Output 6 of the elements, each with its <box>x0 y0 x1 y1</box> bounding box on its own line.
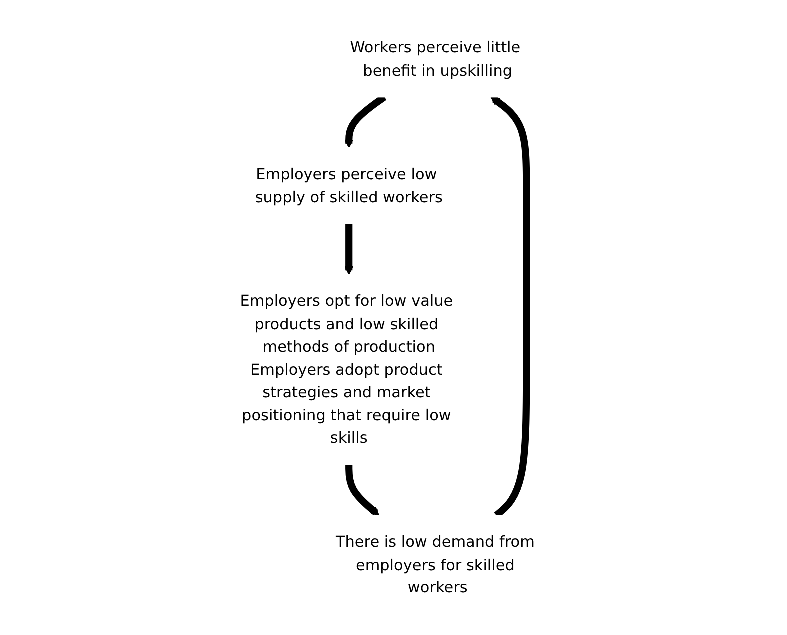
arrow <box>346 464 380 516</box>
node-text: There is low demand from employers for skilled workers <box>336 532 535 596</box>
arrow <box>344 224 354 275</box>
node-text: Workers perceive little benefit in upskilling <box>350 38 521 80</box>
node-text: Employers opt for low value products and low skilled methods of production Employers adopt product strategies and market positioning that require low skills <box>240 292 454 447</box>
node-text: Employers perceive low supply of skilled workers <box>255 164 443 206</box>
